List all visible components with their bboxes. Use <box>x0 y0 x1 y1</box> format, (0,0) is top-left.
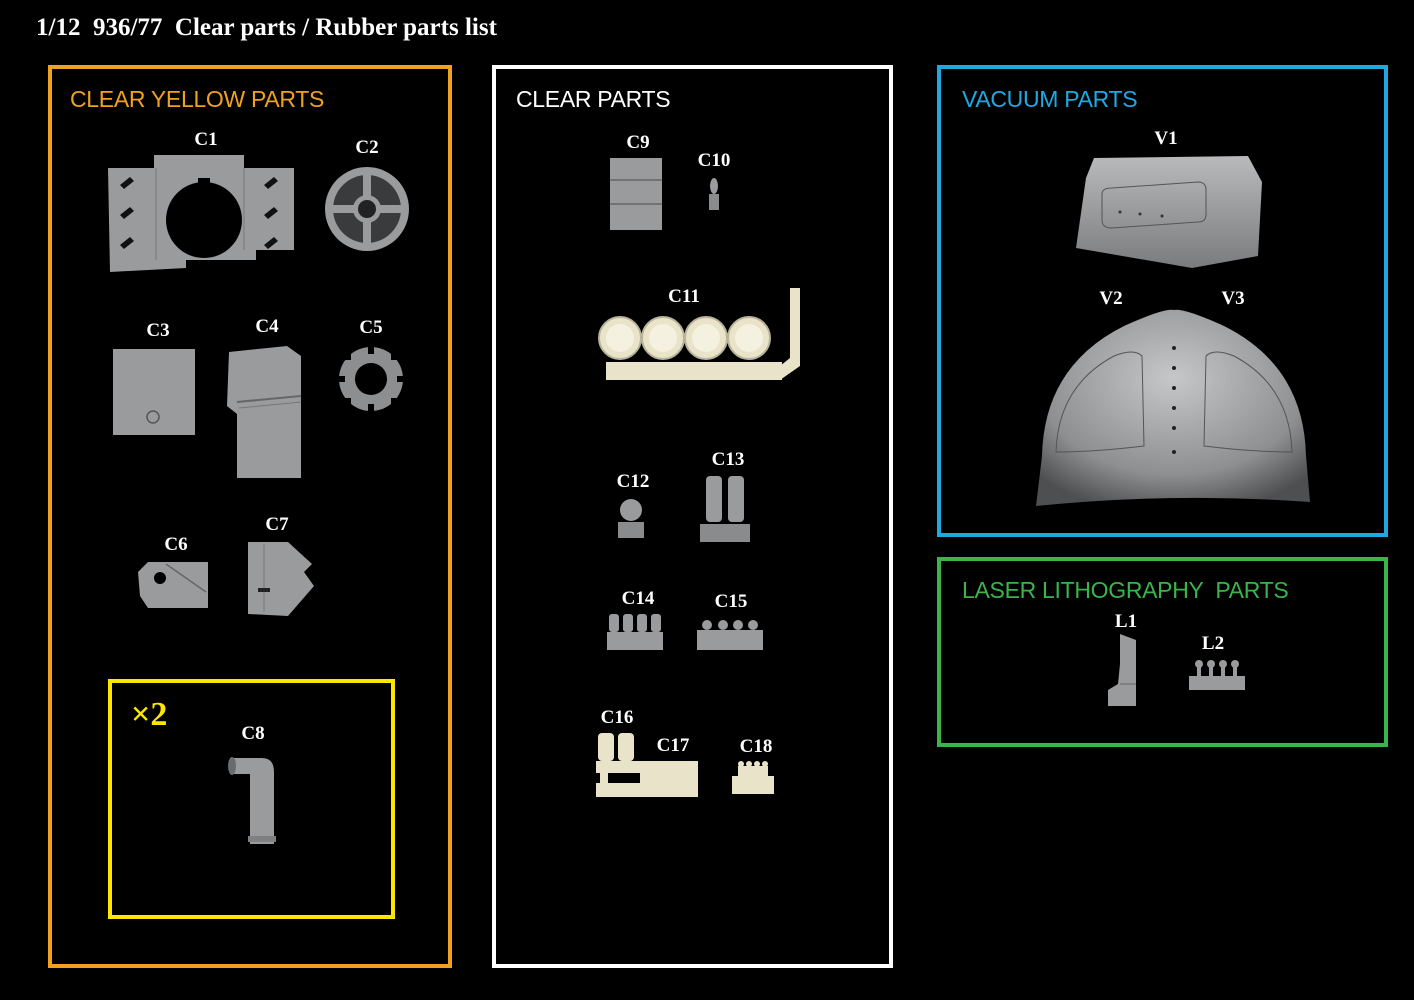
part-c15-image <box>697 618 763 652</box>
part-label-c18: C18 <box>739 736 773 757</box>
part-label-c3: C3 <box>146 320 170 341</box>
part-c3-image <box>113 349 195 435</box>
part-c11-image <box>596 286 804 384</box>
clear-yellow-parts-title: CLEAR YELLOW PARTS <box>70 86 325 112</box>
part-c10-image <box>706 178 722 212</box>
laser-lithography-parts-title: LASER LITHOGRAPHY PARTS <box>962 577 1289 603</box>
part-label-c17: C17 <box>656 735 690 756</box>
part-c2-image <box>324 166 410 252</box>
part-v1-image <box>1072 152 1264 272</box>
part-label-c10: C10 <box>697 150 731 171</box>
part-c7-image <box>246 540 316 618</box>
part-c6-image <box>138 562 210 610</box>
part-c8-image <box>226 752 276 848</box>
vacuum-parts-title: VACUUM PARTS <box>962 86 1138 112</box>
part-label-v3: V3 <box>1221 288 1245 309</box>
part-label-c16: C16 <box>600 707 634 728</box>
part-c5-image <box>337 346 405 412</box>
part-v2-v3-image <box>1034 306 1314 510</box>
part-l1-image <box>1106 634 1140 708</box>
part-label-c1: C1 <box>194 129 218 150</box>
part-label-c4: C4 <box>255 316 279 337</box>
part-l2-image <box>1187 656 1247 692</box>
part-label-c15: C15 <box>714 591 748 612</box>
page-title: 1/12 936/77 Clear parts / Rubber parts l… <box>36 14 497 41</box>
part-label-c11: C11 <box>668 286 700 307</box>
part-label-c9: C9 <box>626 132 650 153</box>
part-label-c2: C2 <box>355 137 379 158</box>
part-c1-image <box>106 150 296 275</box>
part-c4-image <box>227 344 303 480</box>
part-c16-c17-image <box>594 733 700 799</box>
part-label-c8: C8 <box>241 723 265 744</box>
laser-lithography-parts-panel <box>937 557 1388 747</box>
part-label-v2: V2 <box>1099 288 1123 309</box>
quantity-multiplier: ×2 <box>131 696 168 733</box>
part-c18-image <box>732 760 774 796</box>
part-label-c13: C13 <box>711 449 745 470</box>
part-label-v1: V1 <box>1154 128 1178 149</box>
part-label-c5: C5 <box>359 317 383 338</box>
part-label-c6: C6 <box>164 534 188 555</box>
part-label-c7: C7 <box>265 514 289 535</box>
clear-yellow-parts-panel <box>48 65 452 968</box>
part-c9-image <box>610 158 662 232</box>
clear-parts-title: CLEAR PARTS <box>516 86 671 112</box>
part-label-l1: L1 <box>1114 611 1138 632</box>
clear-parts-panel <box>492 65 893 968</box>
vacuum-parts-panel <box>937 65 1388 537</box>
part-label-c12: C12 <box>616 471 650 492</box>
part-c14-image <box>607 614 663 652</box>
part-label-c14: C14 <box>621 588 655 609</box>
part-c12-image <box>616 498 646 540</box>
part-label-l2: L2 <box>1201 633 1225 654</box>
multiplier-box-c8 <box>108 679 395 919</box>
part-c13-image <box>700 476 752 544</box>
